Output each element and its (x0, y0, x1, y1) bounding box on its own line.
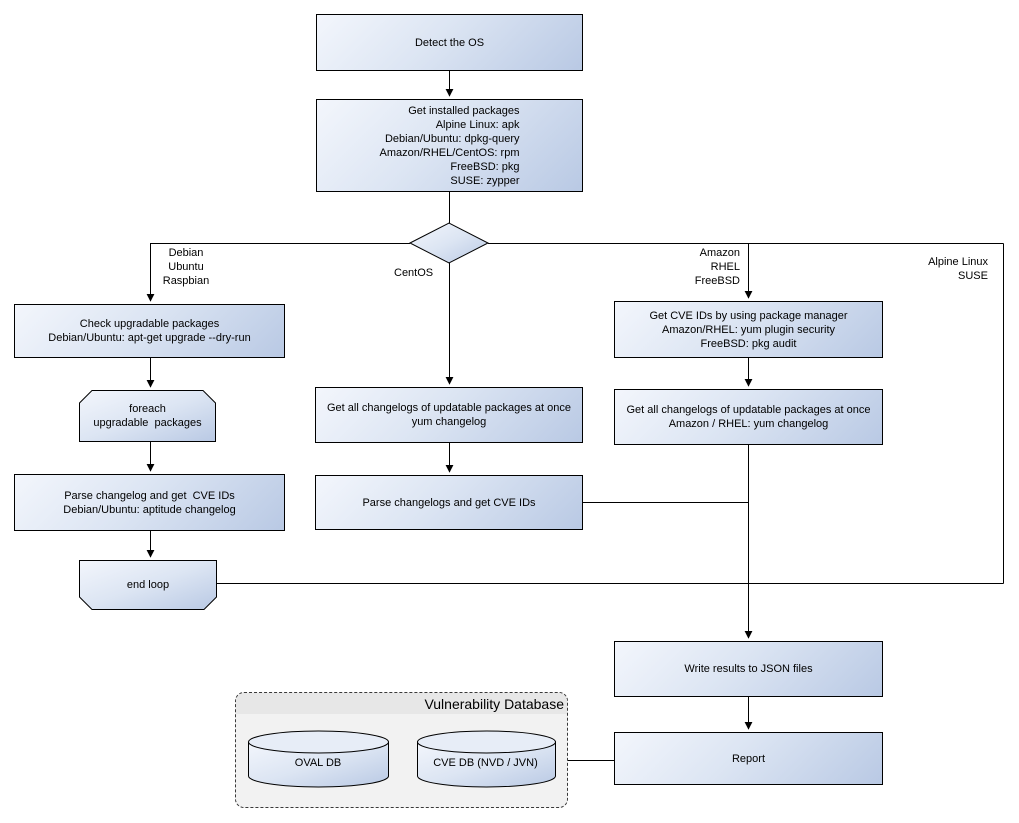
branch-label-centos: CentOS (394, 266, 446, 280)
node-text: Debian/Ubuntu: dpkg-query (384, 132, 520, 145)
edge-decision-to-check-upgradable (146, 243, 410, 302)
edge-label-text: Ubuntu (168, 261, 204, 273)
node-report: Report (614, 732, 883, 785)
node-parse-changelogs-centos: Parse changelogs and get CVE IDs (315, 475, 583, 530)
node-get-changelogs-centos: Get all changelogs of updatable packages… (315, 387, 583, 443)
edge-label-text: Amazon (699, 247, 740, 259)
vulnerability-database-header: Vulnerability Database (236, 693, 567, 714)
edge-label-text: SUSE (958, 270, 988, 282)
node-text: Amazon / RHEL: yum changelog (668, 418, 829, 430)
edge-label-text: Debian (168, 247, 204, 259)
node-text: Get all changelogs of updatable packages… (626, 404, 871, 416)
cve-db-cylinder-icon (417, 730, 556, 788)
node-text: Debian/Ubuntu: aptitude changelog (63, 503, 236, 516)
edge-label-text: Alpine Linux (928, 256, 988, 268)
node-text: Parse changelogs and get CVE IDs (362, 496, 536, 509)
node-check-upgradable-packages: Check upgradable packages Debian/Ubuntu:… (14, 304, 285, 358)
node-get-installed-packages: Get installed packages Alpine Linux: apk… (316, 99, 583, 192)
node-text: FreeBSD: pkg audit (700, 337, 797, 350)
node-text: Alpine Linux: apk (435, 118, 520, 131)
node-text: Amazon/RHEL: yum plugin security (661, 323, 835, 336)
edge-label-text: RHEL (710, 261, 740, 273)
node-get-changelogs-amazon-rhel: Get all changelogs of updatable packages… (614, 389, 883, 445)
node-text: SUSE: zypper (450, 174, 520, 187)
node-text: Get installed packages (408, 104, 520, 117)
node-text: Get CVE IDs by using package manager (649, 309, 848, 322)
node-text: Report (731, 752, 766, 765)
node-write-results-json: Write results to JSON files (614, 641, 883, 697)
node-text: FreeBSD: pkg (450, 160, 520, 173)
edge-label-text: CentOS (394, 267, 434, 279)
node-text: Detect the OS (414, 36, 485, 49)
node-text: yum changelog (411, 416, 487, 428)
node-text: Check upgradable packages (79, 318, 220, 330)
vulnerability-database-title: Vulnerability Database (424, 695, 564, 712)
node-text: Debian/Ubuntu: apt-get upgrade --dry-run (48, 332, 251, 344)
node-text: Write results to JSON files (684, 663, 813, 675)
edge-label-text: Raspbian (162, 275, 210, 287)
os-decision-diamond (408, 222, 490, 264)
branch-label-amazon: Amazon RHEL FreeBSD (650, 246, 740, 288)
foreach-loop-shape (79, 390, 216, 442)
branch-label-alpine: Alpine Linux SUSE (888, 255, 988, 283)
oval-db-cylinder-icon (248, 730, 389, 788)
node-text: Get all changelogs of updatable packages… (326, 402, 571, 414)
edge-label-text: FreeBSD (694, 275, 740, 287)
node-parse-changelog-debian: Parse changelog and get CVE IDs Debian/U… (14, 474, 285, 531)
node-get-cve-ids-package-manager: Get CVE IDs by using package manager Ama… (614, 301, 883, 358)
node-text: Parse changelog and get CVE IDs (64, 489, 235, 502)
branch-label-debian: Debian Ubuntu Raspbian (156, 246, 216, 288)
end-loop-shape (79, 560, 217, 610)
connectors (146, 71, 1004, 761)
node-text: Amazon/RHEL/CentOS: rpm (379, 146, 520, 159)
node-detect-os: Detect the OS (316, 14, 583, 71)
